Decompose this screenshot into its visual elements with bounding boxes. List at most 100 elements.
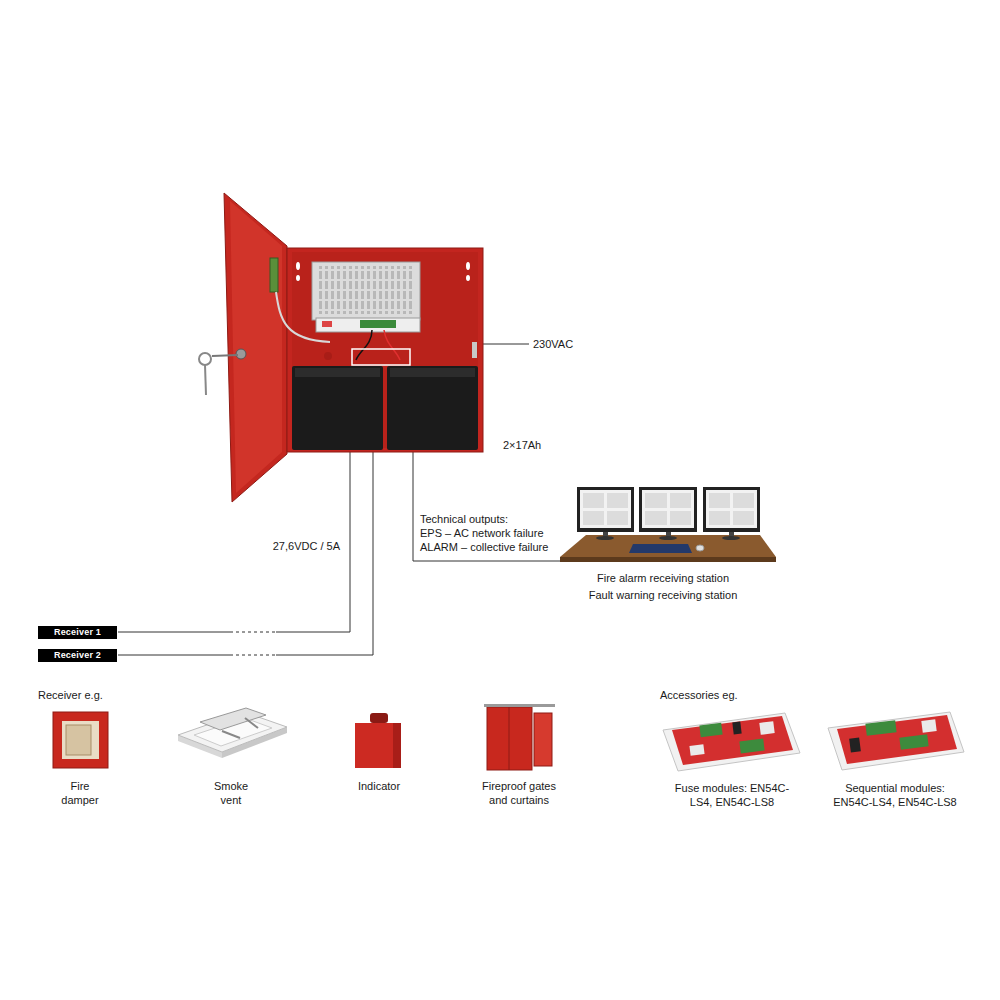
text-label: Accessories eg. [660,688,738,702]
monitor-screen [706,490,757,528]
connector [689,744,704,756]
signal-wire [413,452,560,561]
screen-window [733,493,754,508]
screen-window [583,493,604,508]
desk-front [560,557,776,562]
monitor-screen [580,490,631,528]
screen-window [583,511,604,525]
text-label: 2×17Ah [503,438,541,452]
power-wire [276,452,373,655]
terminal-block [865,720,896,736]
gate-seam [509,707,510,770]
text-label: Fireproof gates and curtains [475,779,563,807]
screen-window [607,493,628,508]
terminal-block [699,723,722,738]
fire-curtain [534,713,552,766]
monitor [639,487,697,532]
vent-actuator [245,718,258,728]
screen-window [645,493,667,508]
cabinet-body [287,248,483,452]
screen-window [670,493,691,508]
text-label: Fire damper [55,779,105,807]
power-wire-dashed [232,632,275,633]
battery [292,366,383,450]
indicator-beacon [370,713,388,723]
battery-wire [384,330,400,360]
text-label: Fuse modules: EN54C-LS4, EN54C-LS8 [667,781,797,809]
sequential-module-board [837,715,957,764]
power-wire-dashed [232,655,275,656]
psu-terminals [360,320,396,328]
damper-blade [66,725,91,755]
desk-top [560,535,776,557]
keyboard [629,544,692,553]
text-label: Sequential modules: EN54C-LS4, EN54C-LS8 [830,781,960,809]
door-panel [230,201,282,493]
relay [849,737,861,752]
text-label: EPS – AC network failure [420,526,544,540]
psu-board [316,318,420,332]
monitor-screen [642,490,694,528]
fire-damper [53,712,108,768]
text-label: Smoke vent [206,779,256,807]
monitor [703,487,760,532]
cable-gland [324,352,332,360]
monitor-base [596,536,614,540]
power-wire [118,632,232,633]
text-label: Fault warning receiving station [563,588,763,602]
connector [759,721,774,735]
screen-window [607,511,628,525]
text-label: Technical outputs: [420,512,508,526]
battery-bracket [352,349,410,365]
terminal-block [899,734,928,749]
damper-opening [62,721,99,759]
receiver-name: Receiver 1 [54,627,101,638]
indicator [355,723,401,768]
mount-hole [466,275,470,281]
text-label: ALARM – collective failure [420,540,548,554]
key-ring [199,353,211,365]
mount-hole [466,262,470,270]
receiver-tag: Receiver 2 [38,649,117,662]
battery-wire [356,330,372,360]
gate-rail [484,704,555,707]
text-label: Indicator [339,779,419,793]
cabinet-door [224,193,287,502]
fuse [732,722,741,735]
indicator-side [393,723,401,768]
key-blade [205,365,206,395]
screen-window [670,511,691,525]
receiver-tag: Receiver 1 [38,626,117,639]
vent-lid [200,708,266,730]
door-lock [236,349,246,359]
receiver-name: Receiver 2 [54,650,101,661]
text-label: 27,6VDC / 5A [273,539,340,553]
terminal-strip [270,258,278,292]
key [212,355,238,356]
screen-window [709,493,730,508]
mount-hole [296,262,300,270]
monitor [577,487,634,532]
power-wire [118,655,232,656]
monitor-base [722,536,740,540]
text-label: Receiver e.g. [38,688,103,702]
mouse [696,545,704,551]
sequential-module-housing [828,712,964,770]
fire-gate [487,707,532,770]
battery-top [295,368,380,377]
screen-window [709,511,730,525]
battery [387,366,478,450]
fuse-module-board [672,716,793,765]
text-label: Fire alarm receiving station [563,571,763,585]
tamper-switch [472,342,477,358]
text-label: 230VAC [533,337,573,351]
battery-top [390,368,475,377]
door-cable [276,292,330,342]
fuse-module-housing [663,713,800,771]
psu-module [312,262,420,320]
terminal-block [739,739,764,754]
psu-led [322,321,332,327]
connector [921,719,936,733]
